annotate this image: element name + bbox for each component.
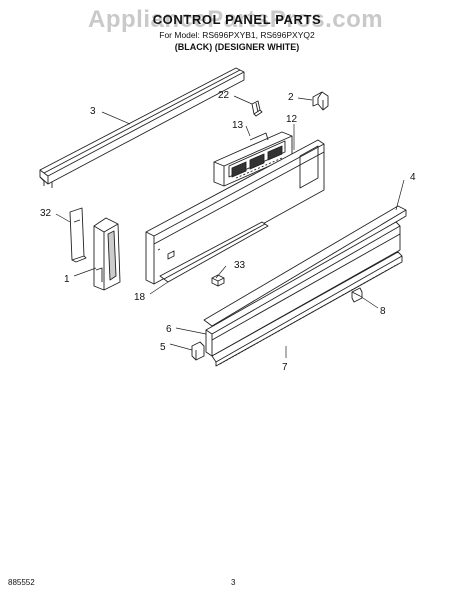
part-label-6: 6 — [166, 324, 172, 335]
part-33-screw[interactable] — [211, 274, 225, 287]
part-label-4: 4 — [410, 172, 416, 183]
part-label-32: 32 — [40, 208, 52, 219]
part-label-5: 5 — [160, 342, 166, 353]
page-number: 3 — [231, 578, 236, 587]
finish-colors: (BLACK) (DESIGNER WHITE) — [174, 42, 300, 52]
part-label-1: 1 — [64, 274, 70, 285]
part-5-small-bracket[interactable] — [191, 341, 205, 361]
part-label-13: 13 — [232, 120, 244, 131]
part-label-33: 33 — [234, 260, 246, 271]
part-1-end-cap[interactable] — [93, 217, 121, 291]
part-7-base-channel[interactable] — [211, 251, 403, 367]
part-6-front-bar[interactable] — [205, 221, 401, 357]
part-18-insulator-strip[interactable] — [159, 221, 269, 283]
part-label-12: 12 — [286, 114, 298, 125]
part-22-spring-clip[interactable] — [251, 100, 263, 117]
part-3-trim-bar[interactable] — [39, 67, 245, 188]
part-32-end-bracket[interactable] — [69, 207, 87, 263]
part-label-7: 7 — [282, 362, 288, 373]
part-label-22: 22 — [218, 90, 230, 101]
part-2-clip[interactable] — [312, 91, 329, 111]
part-label-8: 8 — [380, 306, 386, 317]
part-12-control-panel[interactable] — [145, 139, 325, 285]
part-8-retainer-clip[interactable] — [351, 287, 363, 303]
part-13-control-module[interactable] — [213, 131, 293, 187]
page-title: CONTROL PANEL PARTS — [152, 12, 322, 27]
part-label-18: 18 — [134, 292, 146, 303]
part-label-3: 3 — [90, 106, 96, 117]
document-number: 885552 — [8, 578, 35, 587]
part-label-2: 2 — [288, 92, 294, 103]
model-numbers: For Model: RS696PXYB1, RS696PXYQ2 — [159, 30, 315, 40]
